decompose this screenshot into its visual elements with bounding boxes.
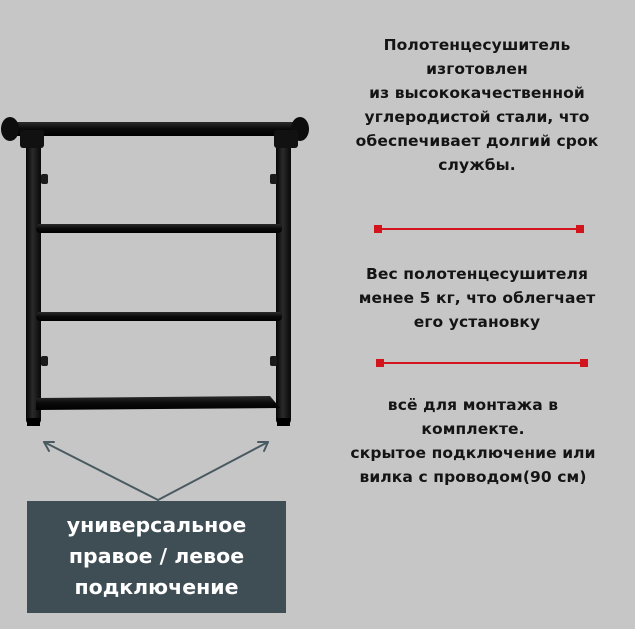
top-bar: [8, 122, 304, 136]
rung-3: [36, 396, 280, 410]
label-line: подключение: [74, 575, 239, 599]
label-line: универсальное: [66, 513, 247, 537]
connection-arrows: [43, 441, 269, 501]
text-line: службы.: [438, 156, 516, 174]
material-description: Полотенцесушитель изготовлен из высокока…: [322, 33, 632, 177]
text-line: вилка с проводом(90 см): [359, 468, 587, 486]
mount-stub: [41, 356, 48, 366]
label-line: правое / левое: [68, 544, 245, 568]
text-line: комплекте.: [421, 420, 525, 438]
divider-end-square: [580, 359, 588, 367]
right-bracket: [274, 130, 298, 148]
divider-end-square: [576, 225, 584, 233]
arrow-left-line: [43, 441, 159, 501]
arrow-left-head-icon: [43, 441, 55, 452]
text-line: всё для монтажа в: [387, 396, 559, 414]
text-line: его установку: [413, 313, 541, 331]
mount-stub: [41, 174, 48, 184]
text-line: обеспечивает долгий срок: [355, 132, 599, 150]
text-line: менее 5 кг, что облегчает: [358, 289, 596, 307]
arrow-right-head-icon: [257, 441, 269, 452]
divider-line: [374, 225, 584, 233]
text-line: углеродистой стали, что: [364, 108, 590, 126]
top-bar-left-cap: [1, 117, 19, 141]
mounting-description: всё для монтажа в комплекте. скрытое под…: [312, 393, 634, 489]
connection-label: универсальное правое / левое подключение: [27, 501, 286, 613]
divider-end-square: [376, 359, 384, 367]
towel-rail-image: [1, 117, 309, 426]
mount-stub: [270, 356, 277, 366]
divider-line: [376, 359, 588, 367]
left-bracket: [20, 130, 44, 148]
arrow-right-line: [157, 441, 269, 501]
text-line: изготовлен: [426, 60, 528, 78]
mount-stub: [270, 174, 277, 184]
left-riser: [26, 132, 41, 424]
weight-description: Вес полотенцесушителя менее 5 кг, что об…: [322, 262, 632, 334]
rung-2: [36, 312, 282, 321]
right-riser: [276, 132, 291, 424]
text-line: Вес полотенцесушителя: [366, 265, 588, 283]
rung-1: [36, 224, 282, 233]
text-line: из высококачественной: [369, 84, 585, 102]
left-pipe-end: [27, 418, 40, 426]
text-line: Полотенцесушитель: [383, 36, 571, 54]
divider-end-square: [374, 225, 382, 233]
right-pipe-end: [277, 418, 290, 426]
text-line: скрытое подключение или: [350, 444, 596, 462]
